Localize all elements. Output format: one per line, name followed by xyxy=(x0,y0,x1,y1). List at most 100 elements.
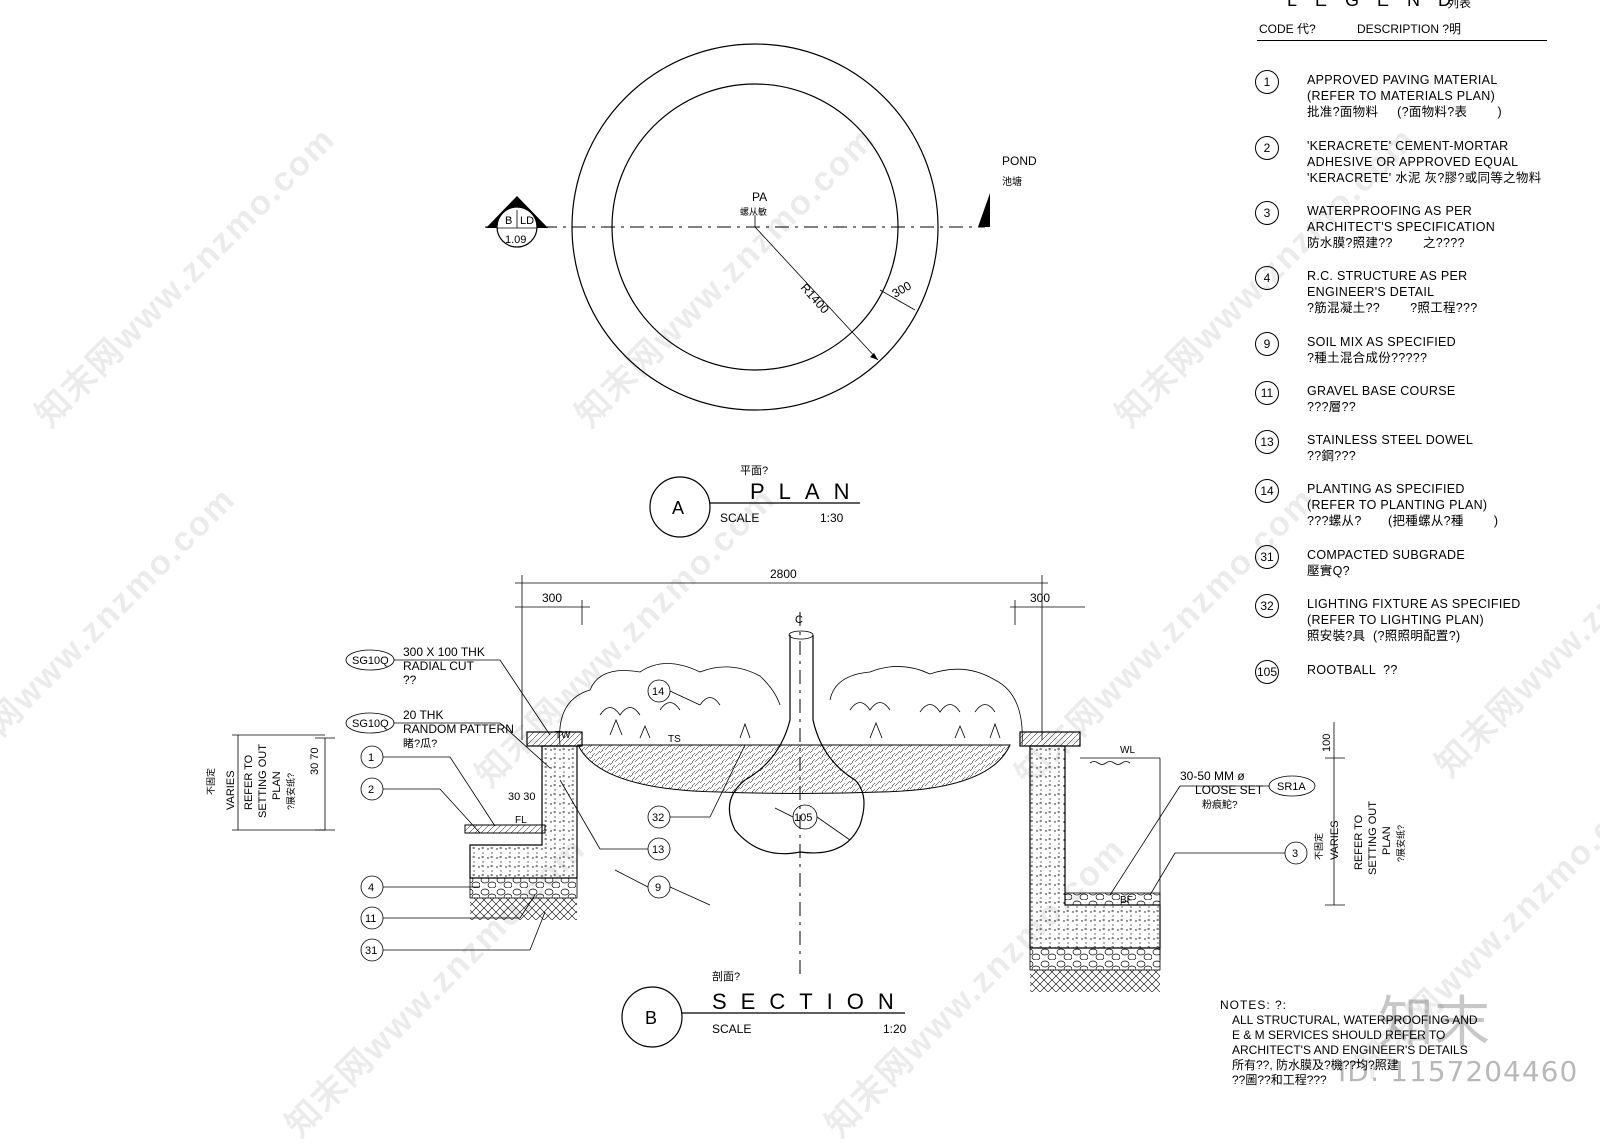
section-marker-circle xyxy=(621,986,683,1048)
section-ref-top-left: B xyxy=(505,215,512,227)
section-reference-marker[interactable]: B LD 1.09 xyxy=(486,196,548,248)
svg-text:4: 4 xyxy=(368,882,374,894)
svg-text:1: 1 xyxy=(368,752,374,764)
legend-code: 3 xyxy=(1255,201,1279,225)
watermark-logo: 知末 xyxy=(1378,991,1490,1056)
left-note-varies: VARIES xyxy=(225,770,237,810)
plan-scale-value: 1:30 xyxy=(820,511,844,525)
sr-line3: 粉痕鮀? xyxy=(1202,798,1238,811)
callout-4[interactable]: 4 xyxy=(360,875,480,899)
tree-trunk xyxy=(744,635,856,781)
right-note-cn2: ?展安纸? xyxy=(1395,825,1406,862)
legend-title: LEGEND xyxy=(1287,0,1470,10)
tag1-line2: RADIAL CUT xyxy=(403,659,475,673)
plan-title: PLAN xyxy=(750,479,863,504)
left-note-cn: 不固定 xyxy=(205,768,216,795)
dim-30-30: 30 30 xyxy=(508,791,536,803)
section-ref-top-right: LD xyxy=(520,215,534,227)
section-title-cn: 剖面? xyxy=(712,969,740,983)
level-tw: TW xyxy=(555,730,571,741)
tag-sg10q-radial[interactable]: SG10Q 300 X 100 THK RADIAL CUT ?? xyxy=(345,645,551,736)
legend-code: 13 xyxy=(1255,430,1279,454)
legend-code: 2 xyxy=(1255,136,1279,160)
pa-label: PA xyxy=(752,190,767,204)
section-title: SECTION xyxy=(712,989,908,1014)
svg-text:11: 11 xyxy=(365,913,376,925)
right-note-cn: 不固定 xyxy=(1313,833,1324,860)
tag2-line2: RANDOM PATTERN xyxy=(403,722,514,736)
overall-dim-label: 2800 xyxy=(770,567,797,581)
callout-2[interactable]: 2 xyxy=(360,777,481,834)
right-note-refer: REFER TO xyxy=(1353,814,1365,870)
callout-31[interactable]: 31 xyxy=(360,911,546,962)
left-dim-label: 300 xyxy=(542,591,562,605)
legend-code: 32 xyxy=(1255,594,1279,618)
right-subgrade xyxy=(1030,970,1160,992)
legend-code: 31 xyxy=(1255,545,1279,569)
soil-mix-mound xyxy=(577,744,1011,794)
callout-14[interactable]: 14 xyxy=(647,679,701,706)
tag2-line3: 睹?瓜? xyxy=(403,736,437,750)
level-ts: TS xyxy=(668,734,681,745)
water-waves xyxy=(1089,761,1131,765)
section-scale-label: SCALE xyxy=(712,1022,751,1036)
right-note-setting: SETTING OUT xyxy=(1367,801,1379,875)
right-dim-label: 300 xyxy=(1030,591,1050,605)
svg-text:14: 14 xyxy=(652,686,664,698)
legend-header: LEGEND 列表 CODE 代? DESCRIPTION ?明 xyxy=(1257,0,1547,41)
legend-desc-header: DESCRIPTION ?明 xyxy=(1357,22,1462,36)
level-wl: WL xyxy=(1120,745,1135,756)
pond-section-arrow xyxy=(978,193,990,227)
plan-view: R1400 300 PA 螺从敏 POND 池塘 B LD 1.09 A 平面?… xyxy=(485,43,1037,538)
right-pebbles xyxy=(1064,892,1161,906)
section-marker: B xyxy=(645,1008,657,1028)
tag-sg10q-random[interactable]: SG10Q 20 THK RANDOM PATTERN 睹?瓜? xyxy=(345,708,551,769)
left-gravel-base xyxy=(469,877,578,899)
tag1-line3: ?? xyxy=(403,673,417,687)
radius-line xyxy=(754,226,879,361)
centerline-label: C xyxy=(795,614,803,626)
right-note-varies: VARIES xyxy=(1329,820,1341,860)
callout-1[interactable]: 1 xyxy=(360,745,496,827)
callout-105[interactable]: 105 xyxy=(774,804,851,841)
legend-code: 9 xyxy=(1255,332,1279,356)
trunk-top xyxy=(788,630,814,640)
level-fl: FL xyxy=(515,815,527,826)
tag-sr1a[interactable]: SR1A 30-50 MM ø LOOSE SET 粉痕鮀? xyxy=(1109,769,1316,896)
legend-code: 1 xyxy=(1255,70,1279,94)
callout-32[interactable]: 32 xyxy=(647,744,746,829)
left-subgrade xyxy=(470,898,577,920)
svg-text:105: 105 xyxy=(794,812,812,824)
legend-code: 14 xyxy=(1255,479,1279,503)
section-view: 2800 300 300 C TW TS xyxy=(205,567,1406,1048)
legend-text: 'KERACRETE' CEMENT-MORTAR ADHESIVE OR AP… xyxy=(1307,139,1542,185)
legend-code: 11 xyxy=(1255,381,1279,405)
callout-11[interactable]: 11 xyxy=(360,894,536,930)
svg-text:9: 9 xyxy=(655,882,661,894)
legend-text: PLANTING AS SPECIFIED (REFER TO PLANTING… xyxy=(1307,482,1499,528)
callout-13[interactable]: 13 xyxy=(559,779,671,861)
callout-9[interactable]: 9 xyxy=(614,869,711,906)
pa-cn-label: 螺从敏 xyxy=(740,206,767,217)
notes-body: ALL STRUCTURAL, WATERPROOFING AND E & M … xyxy=(1232,1013,1478,1087)
left-note-setting: SETTING OUT xyxy=(257,744,269,818)
pond-cn-label: 池塘 xyxy=(1002,175,1022,188)
legend-text: COMPACTED SUBGRADE 壓實Q? xyxy=(1307,548,1465,578)
tag2-line1: 20 THK xyxy=(403,708,443,722)
legend-text: R.C. STRUCTURE AS PER ENGINEER'S DETAIL … xyxy=(1307,269,1478,315)
svg-text:31: 31 xyxy=(365,945,377,957)
plan-marker: A xyxy=(672,498,684,518)
radius-label: R1400 xyxy=(798,281,832,317)
right-gravel-base xyxy=(1029,947,1161,971)
svg-text:32: 32 xyxy=(652,812,664,824)
left-note-refer: REFER TO xyxy=(243,754,255,810)
section-ref-bottom: 1.09 xyxy=(505,234,526,246)
plan-marker-circle xyxy=(649,476,711,538)
callout-3[interactable]: 3 xyxy=(1149,841,1308,896)
plan-title-cn: 平面? xyxy=(740,465,768,477)
legend-text: ROOTBALL ?? xyxy=(1307,663,1398,677)
tag1-line1: 300 X 100 THK xyxy=(403,645,485,659)
legend-text: APPROVED PAVING MATERIAL (REFER TO MATER… xyxy=(1307,73,1502,119)
dim-30-70: 30 70 xyxy=(309,747,321,775)
